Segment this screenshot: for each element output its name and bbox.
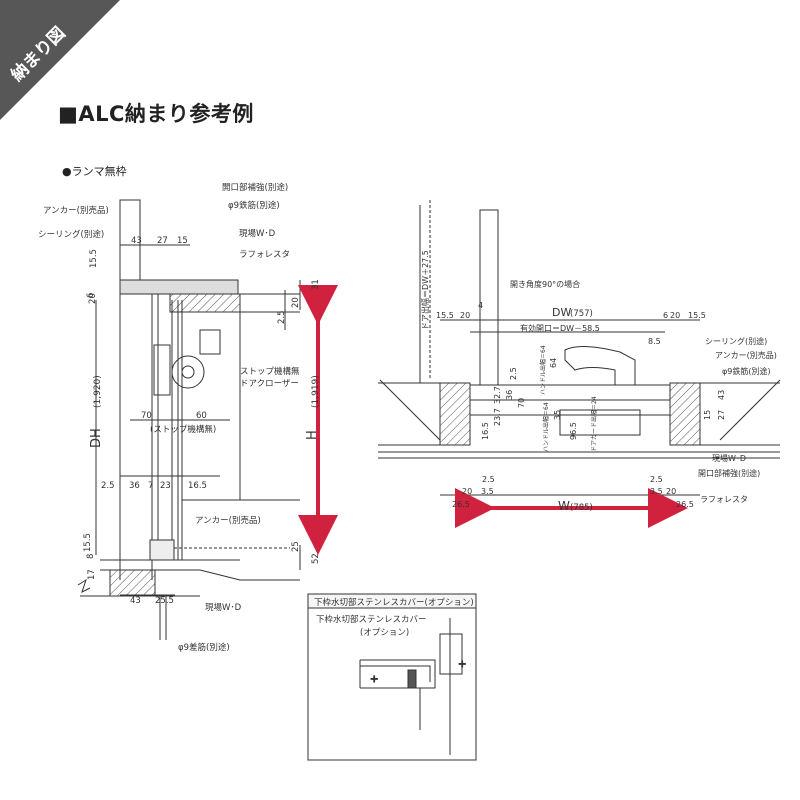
label-opening-reinforce: 開口部補強(別途) bbox=[222, 182, 288, 193]
svg-text:2.5: 2.5 bbox=[509, 367, 518, 380]
left-section bbox=[77, 199, 301, 640]
inset-label-line1: 下枠水切部ステンレスカバー bbox=[316, 614, 427, 625]
label-stop-mech: ストップ機構無 bbox=[240, 366, 300, 377]
label-rafore-r: ラフォレスタ bbox=[700, 495, 748, 504]
svg-text:20: 20 bbox=[88, 293, 98, 304]
label-open-angle: 開き角度90°の場合 bbox=[510, 279, 580, 289]
svg-text:36: 36 bbox=[129, 481, 140, 491]
svg-text:64: 64 bbox=[549, 358, 558, 368]
svg-text:43: 43 bbox=[130, 596, 141, 606]
svg-text:27: 27 bbox=[157, 236, 168, 246]
svg-text:96.5: 96.5 bbox=[569, 422, 578, 440]
svg-text:26.5: 26.5 bbox=[452, 500, 470, 509]
svg-text:20: 20 bbox=[460, 311, 470, 320]
svg-text:25: 25 bbox=[291, 541, 301, 552]
svg-text:2.5: 2.5 bbox=[101, 481, 115, 491]
label-effective: 有効開口＝DW－58.5 bbox=[520, 323, 600, 333]
svg-text:8.5: 8.5 bbox=[648, 337, 661, 346]
svg-text:15.5: 15.5 bbox=[436, 311, 454, 320]
svg-text:15.5: 15.5 bbox=[83, 533, 93, 552]
svg-text:70: 70 bbox=[141, 411, 152, 421]
label-stop-spec: (ストップ機構無) bbox=[150, 424, 216, 435]
label-w: W bbox=[558, 499, 570, 513]
left-labels: アンカー(別売品) シーリング(別途) 開口部補強(別途) φ9鉄筋(別途) 現… bbox=[38, 182, 300, 653]
inset-header: 下枠水切部ステンレスカバー(オプション) bbox=[314, 597, 474, 608]
svg-text:20: 20 bbox=[666, 487, 676, 496]
dh-value: (1,920) bbox=[93, 375, 103, 408]
left-dims: 43 27 15 15.5 6 20 31 20 2.5 70 60 2.5 3… bbox=[83, 236, 321, 606]
label-anchor-top: アンカー(別売品) bbox=[43, 205, 109, 216]
inset-panel: 下枠水切部ステンレスカバー(オプション) 下枠水切部ステンレスカバー (オプショ… bbox=[307, 593, 477, 761]
label-rebar9: φ9鉄筋(別途) bbox=[228, 200, 280, 211]
label-handle-protrude-2: ハンドル出幅＝64 bbox=[542, 402, 550, 452]
svg-text:20: 20 bbox=[670, 311, 680, 320]
svg-text:6: 6 bbox=[663, 311, 668, 320]
right-section bbox=[378, 200, 781, 496]
svg-text:70: 70 bbox=[517, 398, 526, 408]
label-opening-reinforce-r: 開口部補強(別途) bbox=[698, 468, 760, 478]
svg-text:36: 36 bbox=[505, 390, 514, 400]
h-value: (1,919) bbox=[311, 375, 321, 408]
dh-label: DH bbox=[89, 428, 104, 448]
svg-text:26.5: 26.5 bbox=[676, 500, 694, 509]
svg-text:+: + bbox=[458, 659, 466, 670]
svg-text:+: + bbox=[370, 674, 378, 685]
svg-text:32.7: 32.7 bbox=[493, 386, 502, 404]
right-labels: 開き角度90°の場合 ドア出幅＝DW＋27.5 DW (757) 有効開口＝DW… bbox=[420, 250, 777, 513]
label-anchor-bottom: アンカー(別売品) bbox=[195, 515, 261, 526]
label-site-wd-bottom: 現場W･D bbox=[205, 602, 242, 613]
svg-text:8: 8 bbox=[86, 554, 96, 559]
svg-text:23.7: 23.7 bbox=[493, 408, 502, 426]
svg-text:43: 43 bbox=[717, 390, 726, 400]
svg-text:15: 15 bbox=[177, 236, 188, 246]
label-dw-val: (757) bbox=[570, 309, 593, 319]
svg-text:7: 7 bbox=[148, 481, 153, 491]
label-w-val: (785) bbox=[570, 503, 593, 513]
label-site-wd-top: 現場W･D bbox=[239, 228, 276, 239]
h-label: H bbox=[305, 430, 320, 440]
svg-text:31: 31 bbox=[311, 279, 321, 290]
svg-text:20: 20 bbox=[462, 487, 472, 496]
svg-text:43: 43 bbox=[131, 236, 142, 246]
label-rebar9-r: φ9鉄筋(別途) bbox=[722, 366, 771, 376]
label-rebar9-bottom: φ9差筋(別途) bbox=[178, 642, 230, 653]
label-door-guard: ドアガード出幅＝24 bbox=[590, 396, 598, 452]
svg-text:16.5: 16.5 bbox=[481, 422, 490, 440]
svg-text:23: 23 bbox=[160, 481, 171, 491]
inset-label-line2: (オプション) bbox=[360, 628, 409, 638]
svg-text:27: 27 bbox=[717, 410, 726, 420]
svg-text:25.5: 25.5 bbox=[155, 596, 174, 606]
label-handle-protrude: ハンドル出幅＝64 bbox=[539, 345, 547, 395]
svg-text:16.5: 16.5 bbox=[188, 481, 207, 491]
svg-text:4: 4 bbox=[478, 301, 483, 310]
svg-text:15: 15 bbox=[703, 410, 712, 420]
svg-text:2.5: 2.5 bbox=[482, 475, 495, 484]
svg-text:17: 17 bbox=[87, 569, 97, 580]
label-door-closer: ドアクローザー bbox=[240, 379, 299, 389]
label-dw: DW bbox=[552, 306, 571, 319]
svg-text:60: 60 bbox=[196, 411, 207, 421]
label-door-protrude: ドア出幅＝DW＋27.5 bbox=[420, 250, 430, 330]
svg-text:15.5: 15.5 bbox=[688, 311, 706, 320]
section-subtitle: ●ランマ無枠 bbox=[62, 165, 127, 178]
svg-text:35: 35 bbox=[553, 410, 562, 420]
svg-text:3.5: 3.5 bbox=[481, 487, 494, 496]
svg-text:15.5: 15.5 bbox=[89, 249, 99, 268]
label-sealing-r: シーリング(別途) bbox=[705, 336, 767, 346]
label-rafore: ラフォレスタ bbox=[239, 250, 290, 260]
svg-text:2.5: 2.5 bbox=[650, 475, 663, 484]
svg-text:6: 6 bbox=[86, 293, 96, 298]
svg-text:20: 20 bbox=[291, 297, 301, 308]
svg-text:2.5: 2.5 bbox=[277, 310, 287, 324]
label-anchor-r: アンカー(別売品) bbox=[715, 350, 777, 360]
svg-text:52: 52 bbox=[311, 553, 321, 564]
svg-text:3.5: 3.5 bbox=[650, 487, 663, 496]
label-site-wd-r: 現場W･D bbox=[712, 453, 746, 463]
label-sealing: シーリング(別途) bbox=[38, 229, 104, 240]
page-title: ■ALC納まり参考例 bbox=[58, 102, 254, 126]
right-dims: 15.5 20 4 6 20 15.5 8.5 64 2.5 43 32.7 3… bbox=[436, 301, 726, 509]
inset-drawing: + + bbox=[359, 618, 467, 755]
